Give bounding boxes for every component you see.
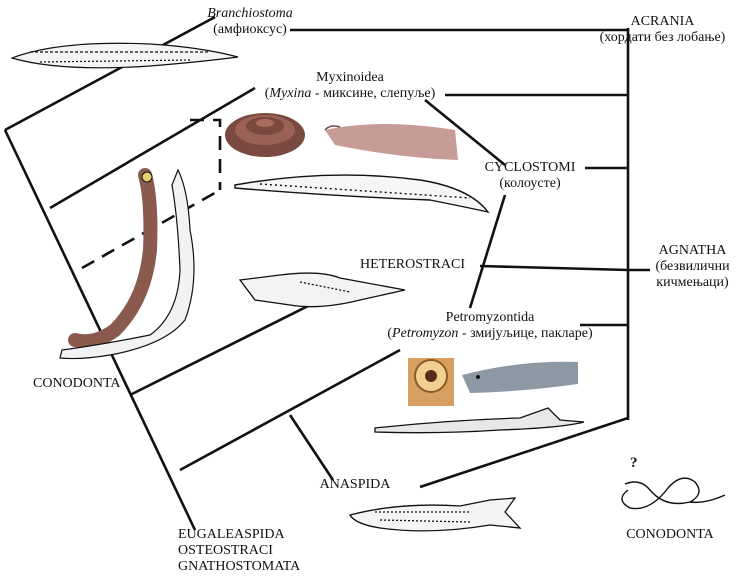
petromyzontida-common: - змијуљице, пакларе): [458, 326, 592, 341]
hagfish-head-image: [325, 124, 458, 160]
lamprey-drawing: [375, 408, 584, 433]
bottom-groups-label: EUGALEASPIDA OSTEOSTRACI GNATHOSTOMATA: [178, 527, 300, 575]
cyclostomi-subtitle: (колоусте): [499, 176, 560, 191]
lamprey-mouth-image: [408, 358, 454, 406]
lamprey-photo-image: [462, 362, 578, 393]
agnatha-title: AGNATHA: [659, 243, 727, 258]
eugaleaspida-label: EUGALEASPIDA: [178, 527, 285, 542]
hagfish-drawing: [235, 175, 488, 212]
conodont-knot-drawing: [622, 478, 725, 508]
myxinoidea-common: - миксине, слепуље): [311, 86, 435, 101]
conodont-dashed-box: [190, 120, 220, 190]
myxinoidea-label: Myxinoidea (Myxina - миксине, слепуље): [250, 70, 450, 102]
conodont-fossil-drawing: [60, 170, 194, 359]
conodonta-left-label: CONODONTA: [33, 376, 121, 392]
conodont-animal-image: [75, 172, 152, 341]
hagfish-coil-image: [225, 113, 305, 157]
agnatha-subtitle-2: кичмењаци): [656, 275, 728, 290]
cyclostomi-label: CYCLOSTOMI (колоусте): [475, 160, 585, 192]
petromyzontida-label: Petromyzontida (Petromyzon - змијуљице, …: [380, 310, 600, 342]
branchiostoma-common: (амфиоксус): [213, 22, 287, 37]
heterostraci-drawing: [240, 273, 405, 307]
acrania-subtitle: (хордати без лобање): [600, 30, 726, 45]
anaspida-label: ANASPIDA: [290, 477, 420, 493]
anaspida-branch: [290, 415, 333, 480]
branchiostoma-name: Branchiostoma: [207, 6, 293, 21]
question-mark: ?: [630, 455, 638, 472]
heterostraci-connector: [480, 266, 628, 270]
acrania-label: ACRANIA (хордати без лобање): [595, 14, 730, 46]
branchiostoma-branch: [5, 17, 215, 130]
cyclostomi-title: CYCLOSTOMI: [485, 160, 576, 175]
myxinoidea-title: Myxinoidea: [316, 70, 384, 85]
heterostraci-label: HETEROSTRACI: [345, 257, 480, 273]
agnatha-subtitle-1: (безвилични: [655, 259, 729, 274]
agnatha-label: AGNATHA (безвилични кичмењаци): [645, 243, 738, 291]
acrania-title: ACRANIA: [631, 14, 695, 29]
osteostraci-label: OSTEOSTRACI: [178, 543, 273, 558]
branchiostoma-drawing: [12, 43, 238, 68]
anaspida-drawing: [350, 498, 520, 531]
conodonta-right-label: CONODONTA: [615, 527, 725, 543]
gnathostomata-label: GNATHOSTOMATA: [178, 559, 300, 574]
petromyzon-name: Petromyzon: [392, 326, 458, 341]
branchiostoma-label: Branchiostoma (амфиоксус): [205, 6, 295, 38]
petromyzontida-title: Petromyzontida: [446, 310, 535, 325]
myxina-name: Myxina: [269, 86, 311, 101]
heterostraci-branch: [130, 295, 330, 395]
petromyzon-branch: [180, 350, 400, 470]
